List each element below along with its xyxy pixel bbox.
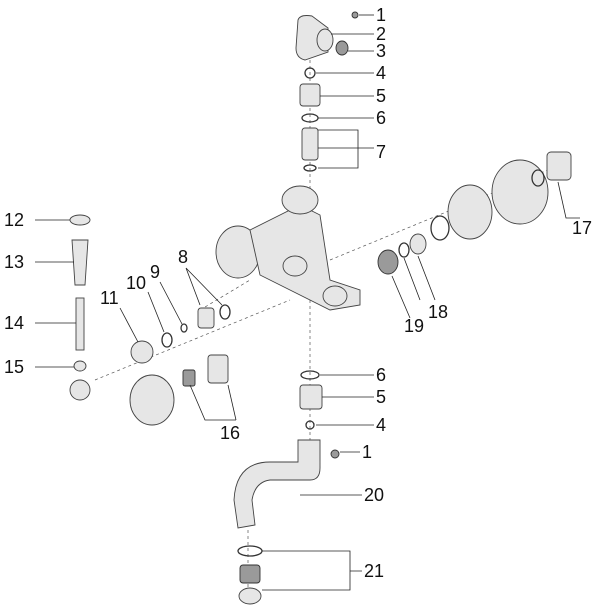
handle-13 [71,239,89,286]
top-washer-4 [304,67,316,79]
bottom-oring-6 [300,370,320,380]
label-20: 20 [364,485,384,505]
label-13: 13 [4,252,24,272]
bottom-screw-1 [330,449,340,459]
aerator-cap-21 [238,587,262,605]
label-11: 11 [100,288,119,308]
axis-left-upper [199,279,251,311]
axis-left-lower [94,299,291,381]
label-21: 21 [364,561,384,581]
label-7: 7 [376,142,386,162]
top-connector-5 [299,83,321,107]
cartridge-8 [197,307,215,329]
label-1-top: 1 [376,5,386,25]
spindle-14 [75,297,85,351]
top-ring-7 [303,164,317,172]
aerator-ring-21 [237,545,263,557]
part-18-ring [398,242,410,258]
right-cover [447,184,493,240]
label-4-top: 4 [376,63,386,83]
cartridge-16a [182,369,196,387]
label-14: 14 [4,313,24,333]
right-washer [531,169,545,187]
right-rosette [491,159,549,225]
label-3: 3 [376,41,386,61]
label-6-top: 6 [376,108,386,128]
right-connector-17 [546,151,572,181]
label-2: 2 [376,24,386,44]
label-12: 12 [4,210,24,230]
aerator-21 [239,564,261,584]
label-5-top: 5 [376,86,386,106]
label-17: 17 [572,218,592,238]
label-16: 16 [220,423,240,443]
spout-20 [233,439,321,529]
leader-lines [35,14,580,591]
knob [69,379,91,401]
label-4-bottom: 4 [376,415,386,435]
part-10 [161,332,173,348]
label-19: 19 [404,316,424,336]
top-elbow [295,11,359,61]
handle-cap-16 [129,374,175,426]
label-9: 9 [150,262,160,282]
part-11 [130,340,154,364]
top-cartridge-7 [301,127,319,161]
label-6-bottom: 6 [376,365,386,385]
valve-body [215,185,361,311]
right-ring [430,215,450,241]
label-8: 8 [178,247,188,267]
bottom-washer-4 [305,420,315,430]
cartridge-8-ring [219,304,231,320]
part-18 [409,233,427,255]
bottom-connector-5 [299,384,323,410]
label-1-bottom: 1 [362,442,372,462]
label-15: 15 [4,357,24,377]
nut-15 [73,360,87,372]
cartridge-16b [207,354,229,384]
part-9 [180,323,188,333]
label-18: 18 [428,302,448,322]
label-10: 10 [126,273,146,293]
part-19 [377,249,399,275]
cap-12 [69,214,91,226]
label-5-bottom: 5 [376,387,386,407]
